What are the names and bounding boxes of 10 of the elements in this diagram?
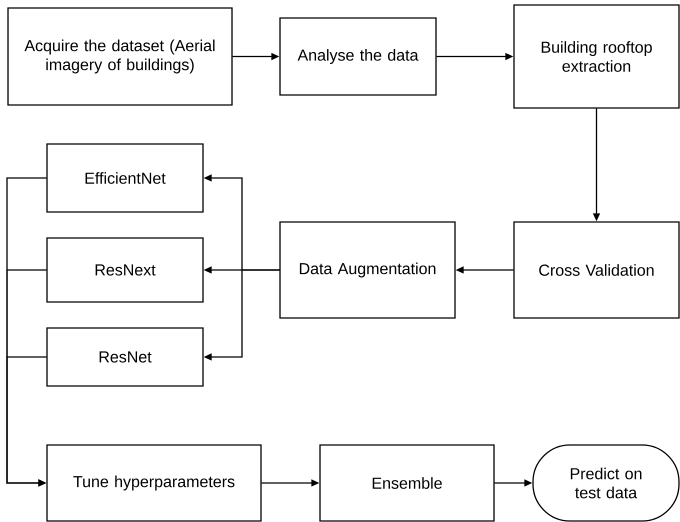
process-box: Analyse the data (279, 17, 437, 96)
process-box: Cross Validation (513, 221, 680, 319)
model-box: ResNext (46, 237, 204, 303)
process-box: Ensemble (319, 444, 495, 522)
process-box: Building rooftop extraction (513, 4, 680, 109)
process-box: Data Augmentation (279, 221, 456, 319)
model-box: ResNet (46, 327, 204, 387)
process-box: Tune hyperparameters (46, 444, 262, 522)
model-box: EfficientNet (46, 143, 204, 213)
process-box: Acquire the dataset (Aerial imagery of buildings) (7, 7, 233, 106)
